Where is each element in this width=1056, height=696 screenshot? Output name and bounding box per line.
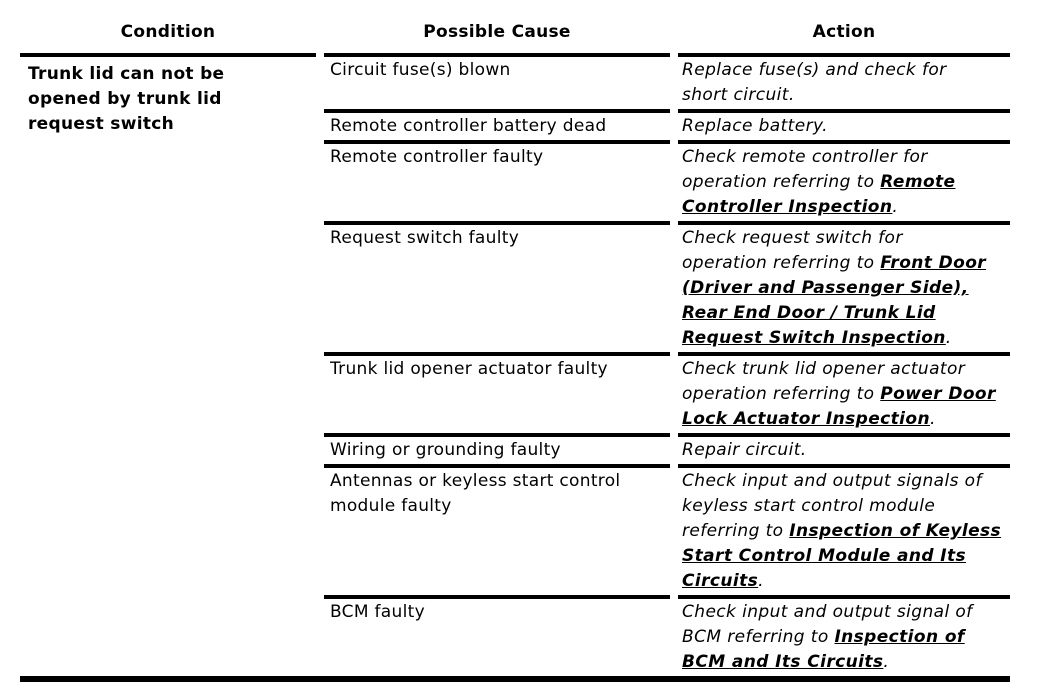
cause-cell: Remote controller battery dead	[324, 113, 670, 144]
action-segment: .	[883, 652, 890, 672]
action-segment: BCM referring to	[682, 627, 835, 647]
action-text: Lock Actuator Inspection.	[682, 407, 1010, 432]
diagnosis-table: Condition Possible Cause Action Trunk li…	[20, 18, 1010, 682]
action-text: Rear End Door / Trunk Lid	[682, 301, 1010, 326]
action-text: BCM and Its Circuits.	[682, 650, 1010, 675]
condition-text: Trunk lid can not be	[28, 64, 225, 84]
action-link[interactable]: Start Control Module and Its	[682, 546, 967, 566]
action-text: keyless start control module	[682, 494, 1010, 519]
action-text: Circuits.	[682, 569, 1010, 594]
action-segment: .	[758, 571, 764, 591]
action-cell: Check input and output signals of keyless…	[678, 468, 1010, 599]
action-text: Check input and output signals of	[682, 469, 1010, 494]
action-text: operation referring to Remote	[682, 170, 1010, 195]
cause-cell: Remote controller faulty	[324, 144, 670, 225]
action-segment: operation referring to	[682, 172, 881, 192]
action-text: Check remote controller for	[682, 145, 1010, 170]
action-link[interactable]: (Driver and Passenger Side),	[682, 278, 969, 298]
col-header-condition: Condition	[20, 18, 316, 57]
action-segment: keyless start control module	[682, 496, 936, 516]
action-segment: .	[892, 197, 899, 217]
action-text: Check input and output signal of	[682, 600, 1010, 625]
action-text: Replace fuse(s) and check for	[682, 58, 1010, 83]
condition-text: opened by trunk lid	[28, 89, 222, 109]
action-link[interactable]: Lock Actuator Inspection	[682, 409, 930, 429]
action-text: BCM referring to Inspection of	[682, 625, 1010, 650]
action-cell: Check remote controller for operation ref…	[678, 144, 1010, 225]
action-link[interactable]: Inspection of Keyless	[789, 521, 1002, 541]
cause-text: BCM faulty	[330, 602, 425, 622]
action-segment: .	[930, 409, 936, 429]
action-text: Controller Inspection.	[682, 195, 1010, 220]
action-text: Repair circuit.	[682, 438, 1010, 463]
action-segment: Check remote controller for	[682, 147, 928, 167]
action-link[interactable]: Controller Inspection	[682, 197, 893, 217]
action-cell: Replace fuse(s) and check for short circu…	[678, 57, 1010, 113]
action-text: operation referring to Power Door	[682, 382, 1010, 407]
action-link[interactable]: Inspection of	[834, 627, 965, 647]
action-segment: Check request switch for	[682, 228, 903, 248]
cause-text: Remote controller battery dead	[330, 116, 607, 136]
cause-cell: BCM faulty	[324, 599, 670, 676]
condition-cell: Trunk lid can not be opened by trunk lid r…	[20, 57, 316, 676]
action-segment: Check input and output signal of	[682, 602, 973, 622]
col-header-possible-cause: Possible Cause	[324, 18, 670, 57]
action-text: operation referring to Front Door	[682, 251, 1010, 276]
cause-text: Antennas or keyless start control	[330, 471, 621, 491]
action-link[interactable]: BCM and Its Circuits	[682, 652, 884, 672]
action-link[interactable]: Circuits	[682, 571, 759, 591]
action-link[interactable]: Rear End Door / Trunk Lid	[682, 303, 936, 323]
action-text: Replace battery.	[682, 114, 1010, 139]
action-segment: Repair circuit.	[682, 440, 807, 460]
action-text: (Driver and Passenger Side),	[682, 276, 1010, 301]
action-cell: Repair circuit.	[678, 437, 1010, 468]
action-segment: operation referring to	[682, 253, 881, 273]
table-bottom-rule	[20, 676, 1010, 682]
action-text: Check trunk lid opener actuator	[682, 357, 1010, 382]
action-link[interactable]: Power Door	[880, 384, 996, 404]
action-link[interactable]: Front Door	[880, 253, 987, 273]
action-segment: Replace battery.	[682, 116, 828, 136]
action-segment: short circuit.	[682, 85, 795, 105]
action-cell: Check input and output signal of BCM refe…	[678, 599, 1010, 676]
action-segment: referring to	[682, 521, 790, 541]
cause-cell: Trunk lid opener actuator faulty	[324, 356, 670, 437]
action-cell: Check trunk lid opener actuator operation…	[678, 356, 1010, 437]
action-segment: Replace fuse(s) and check for	[682, 60, 947, 80]
action-segment: .	[945, 328, 952, 348]
action-text: Check request switch for	[682, 226, 1010, 251]
action-cell: Replace battery.	[678, 113, 1010, 144]
cause-cell: Antennas or keyless start control module …	[324, 468, 670, 599]
cause-text: Wiring or grounding faulty	[330, 440, 561, 460]
condition-text: request switch	[28, 114, 175, 134]
cause-cell: Wiring or grounding faulty	[324, 437, 670, 468]
action-text: short circuit.	[682, 83, 1010, 108]
action-cell: Check request switch for operation referr…	[678, 225, 1010, 356]
action-text: Start Control Module and Its	[682, 544, 1010, 569]
action-segment: operation referring to	[682, 384, 881, 404]
cause-cell: Request switch faulty	[324, 225, 670, 356]
action-text: referring to Inspection of Keyless	[682, 519, 1010, 544]
cause-text: Trunk lid opener actuator faulty	[330, 359, 608, 379]
cause-text: Circuit fuse(s) blown	[330, 60, 511, 80]
action-text: Request Switch Inspection.	[682, 326, 1010, 351]
cause-cell: Circuit fuse(s) blown	[324, 57, 670, 113]
action-link[interactable]: Remote	[880, 172, 956, 192]
action-segment: Check trunk lid opener actuator	[682, 359, 966, 379]
cause-text: Remote controller faulty	[330, 147, 544, 167]
cause-text: Request switch faulty	[330, 228, 520, 248]
action-segment: Check input and output signals of	[682, 471, 982, 491]
cause-text: module faulty	[330, 496, 452, 516]
action-link[interactable]: Request Switch Inspection	[682, 328, 946, 348]
col-header-action: Action	[678, 18, 1010, 57]
